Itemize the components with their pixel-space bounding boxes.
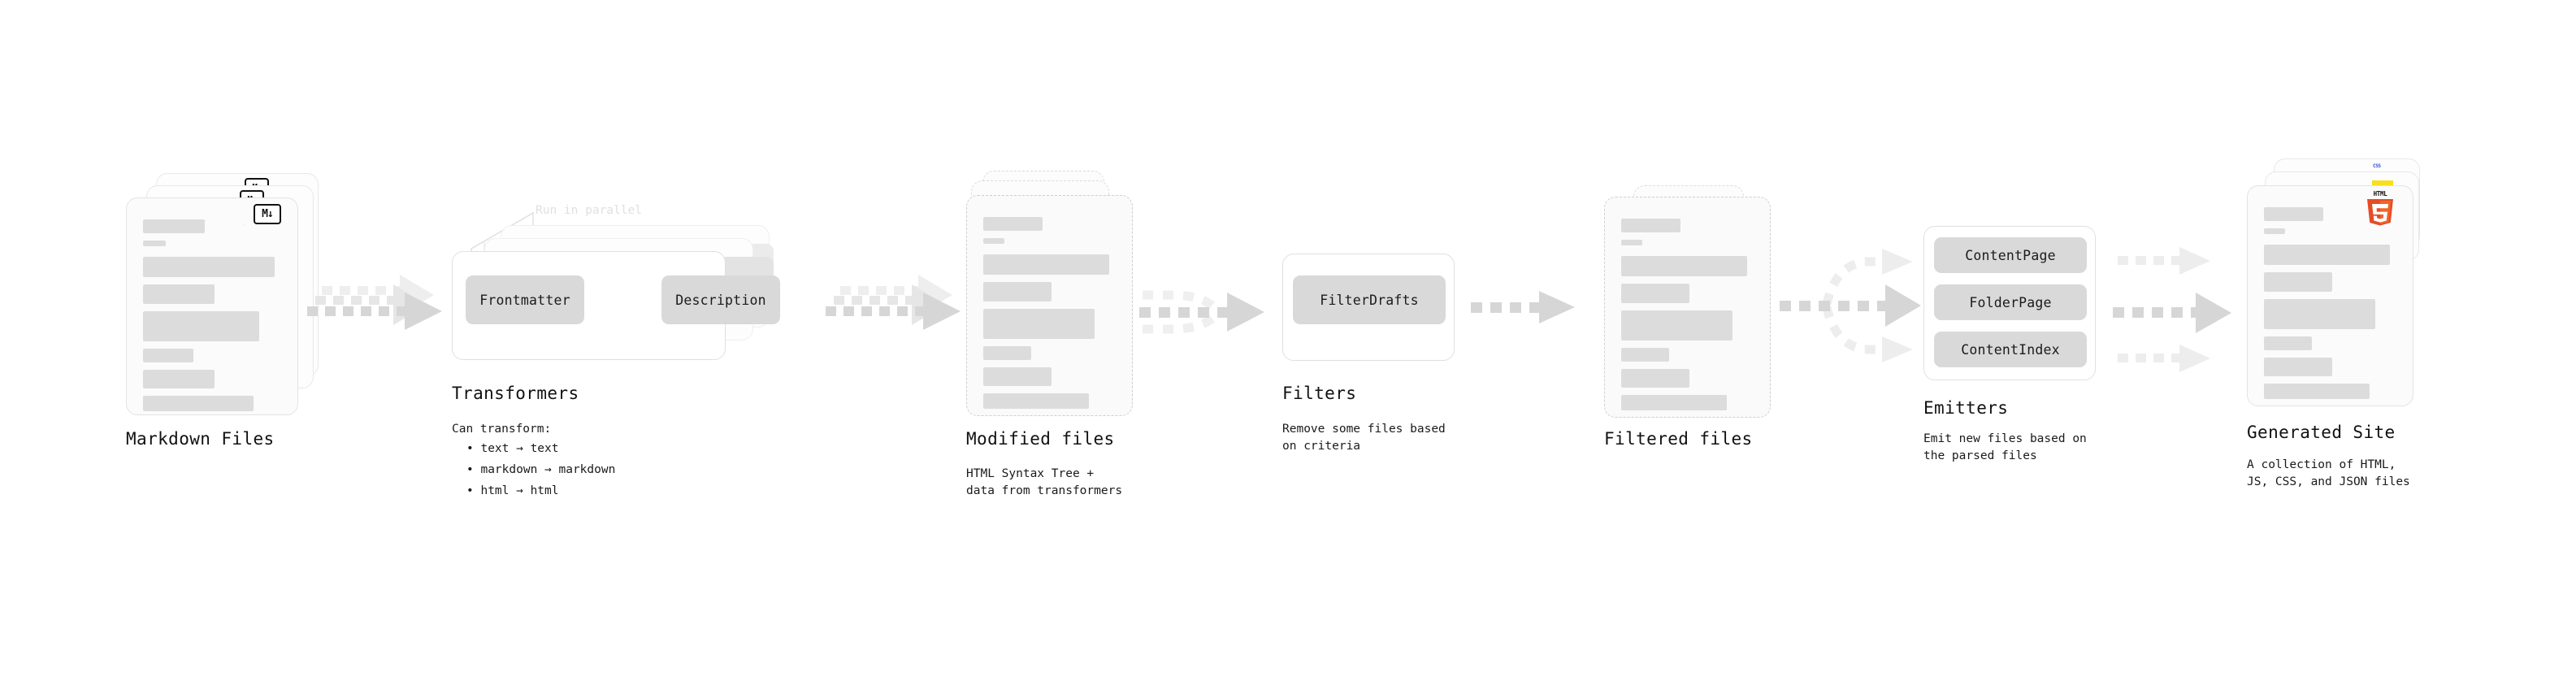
- filtered-card-content: [1621, 219, 1755, 418]
- site-card-content: [2264, 207, 2398, 406]
- markdown-icon: M↓: [254, 204, 281, 224]
- filters-chip-filterdrafts[interactable]: FilterDrafts: [1293, 275, 1446, 324]
- markdown-files-title: Markdown Files: [126, 429, 275, 449]
- generated-site-subtitle: A collection of HTML, JS, CSS, and JSON …: [2247, 458, 2410, 489]
- transformer-box-back: [243, 224, 245, 226]
- arrow-filters-to-filtered: [1471, 286, 1601, 335]
- markdown-card-content: [143, 219, 283, 419]
- emitters-title: Emitters: [1923, 398, 2009, 418]
- transformers-bullet-2: • html → html: [466, 484, 559, 497]
- arrow-emitters-to-site: [2113, 236, 2275, 382]
- modified-files-title: Modified files: [966, 429, 1115, 449]
- transformers-subtitle: Can transform:: [452, 423, 552, 436]
- arrow-modified-to-filters: [1136, 260, 1290, 366]
- filters-title: Filters: [1282, 384, 1357, 403]
- modified-card-front: [966, 195, 1133, 416]
- arrow-filtered-to-emitters: [1776, 237, 1939, 384]
- transformers-bullet-0: • text → text: [466, 442, 559, 455]
- filters-subtitle: Remove some files based on criteria: [1282, 423, 1446, 453]
- filtered-card-front: [1604, 197, 1771, 418]
- generated-site-title: Generated Site: [2247, 423, 2396, 442]
- arrow-transformers-to-modified: [822, 268, 985, 358]
- modified-files-subtitle: HTML Syntax Tree + data from transformer…: [966, 467, 1123, 498]
- html5-icon: HTML: [2363, 189, 2397, 226]
- emitters-chip-contentpage[interactable]: ContentPage: [1934, 237, 2087, 273]
- modified-card-content: [983, 217, 1117, 416]
- run-in-parallel-label: Run in parallel: [536, 204, 642, 217]
- filtered-files-title: Filtered files: [1604, 429, 1753, 449]
- emitters-subtitle: Emit new files based on the parsed files: [1923, 432, 2087, 463]
- transformer-chip-frontmatter[interactable]: Frontmatter: [466, 275, 584, 324]
- transformers-bullet-1: • markdown → markdown: [466, 463, 616, 476]
- emitters-chip-contentindex[interactable]: ContentIndex: [1934, 332, 2087, 367]
- css-icon-label: CSS: [2373, 163, 2381, 169]
- transformers-title: Transformers: [452, 384, 579, 403]
- emitters-chip-folderpage[interactable]: FolderPage: [1934, 284, 2087, 320]
- arrow-markdown-to-transformers: [304, 268, 466, 358]
- markdown-card-front: [126, 197, 298, 415]
- svg-text:HTML: HTML: [2374, 190, 2388, 197]
- transformer-chip-description[interactable]: Description: [661, 275, 780, 324]
